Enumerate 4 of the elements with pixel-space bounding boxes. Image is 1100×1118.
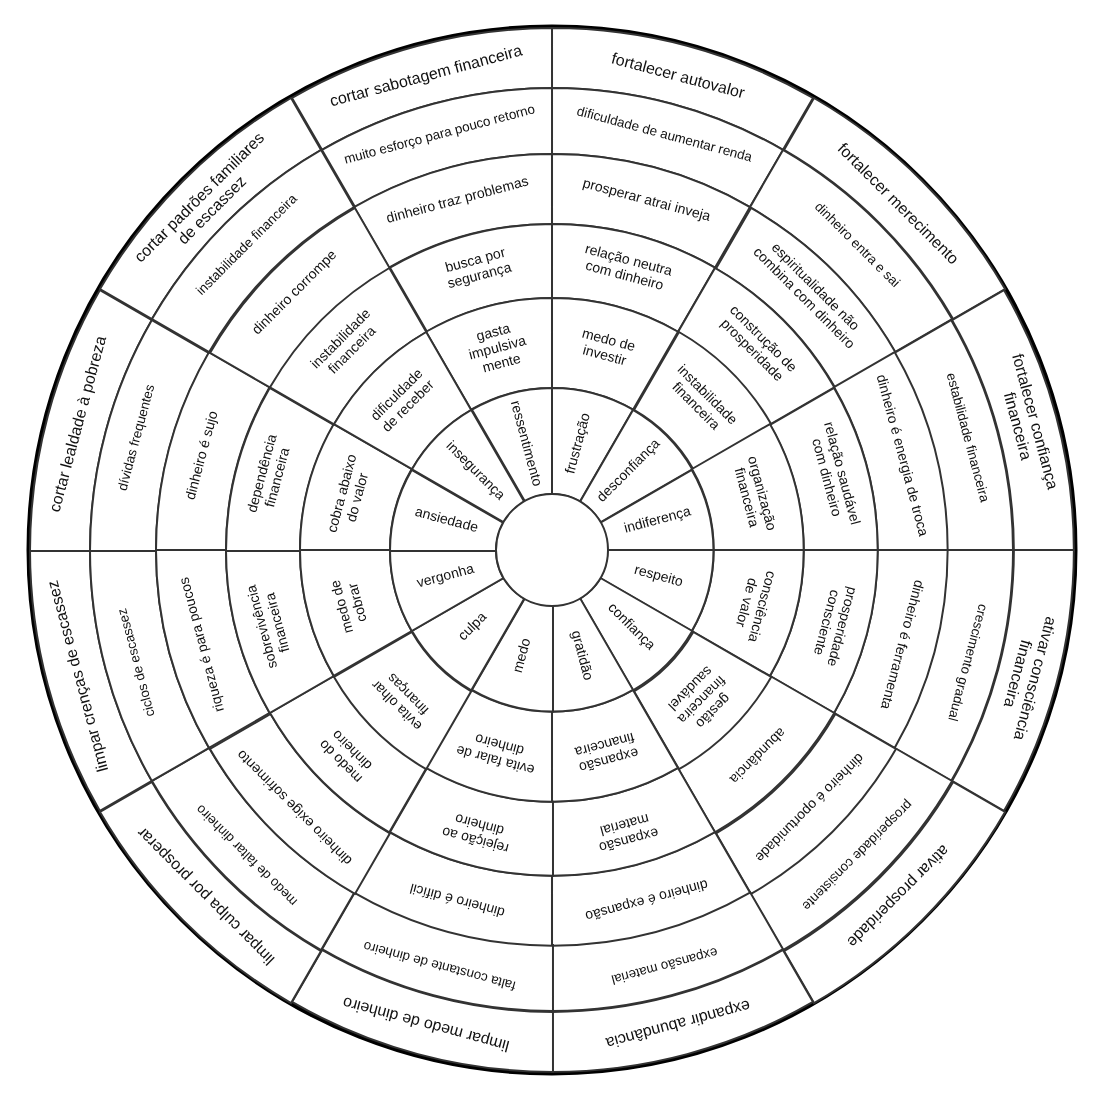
sector-title: fortalecer confiança financeira — [996, 349, 1062, 495]
sector-title: limpar medo de dinheiro — [338, 991, 512, 1055]
sector-title: limpar crenças de escassez — [44, 577, 114, 776]
sector-title: cortar lealdade à pobreza — [46, 331, 112, 515]
